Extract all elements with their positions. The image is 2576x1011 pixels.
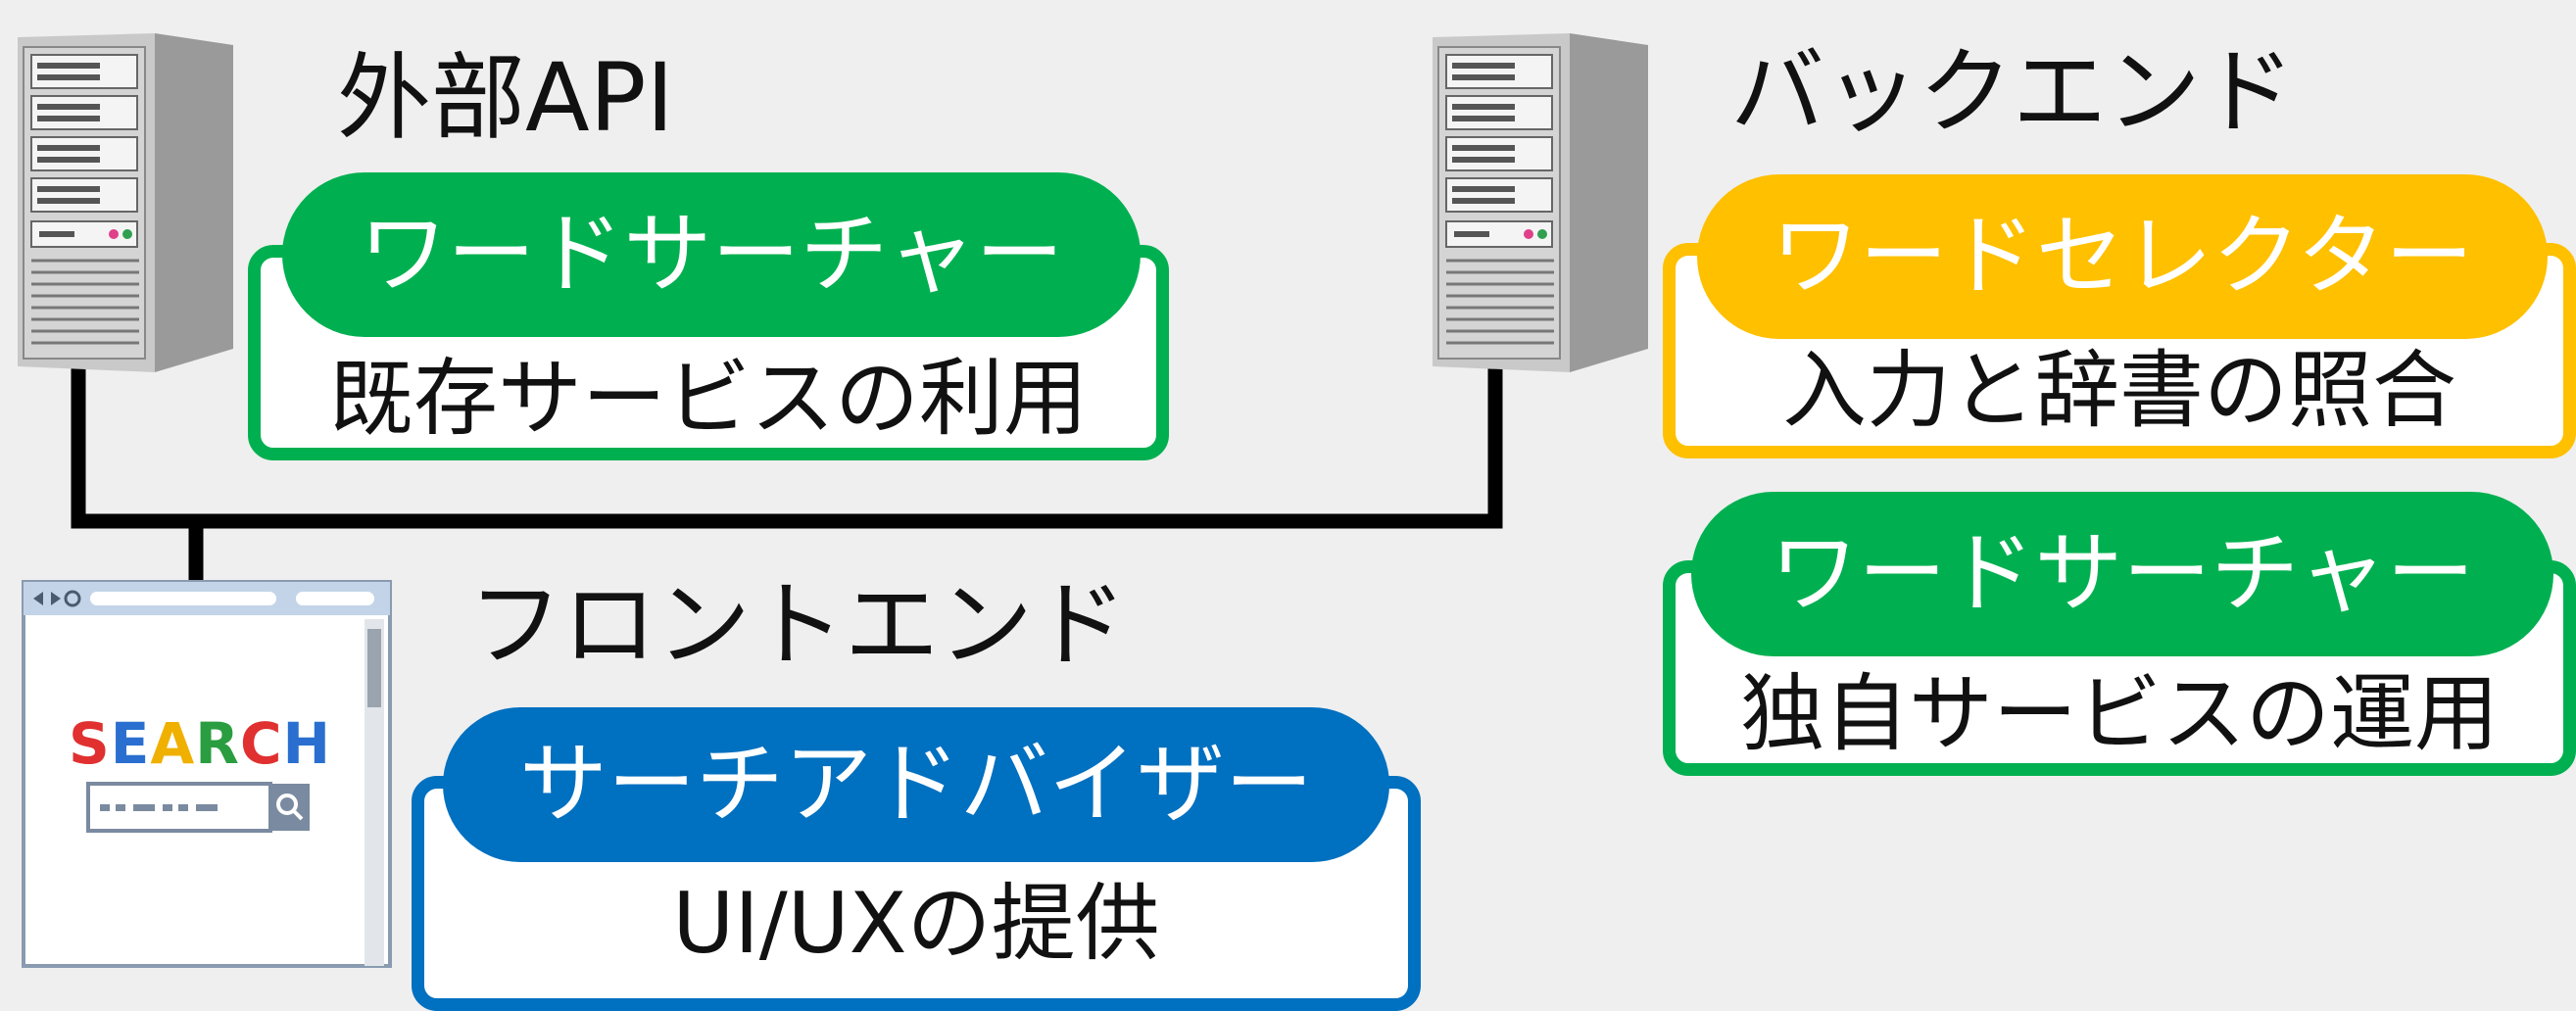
backend-word-searcher-desc: 独自サービスの運用 bbox=[1740, 665, 2499, 763]
search-letter: E bbox=[110, 710, 151, 777]
external-api-role-pill: ワードサーチャー bbox=[282, 172, 1141, 337]
search-letter: H bbox=[282, 710, 332, 777]
external-api-title: 外部API bbox=[337, 43, 674, 153]
connection-lines bbox=[71, 362, 1503, 590]
external-api-link bbox=[71, 362, 1503, 529]
server-icon bbox=[1433, 33, 1648, 372]
server-icon bbox=[18, 33, 233, 372]
frontend-role-pill: サーチアドバイザー bbox=[443, 707, 1389, 862]
browser-search-icon: SEARCH bbox=[22, 580, 392, 968]
backend-word-selector-desc: 入力と辞書の照合 bbox=[1782, 342, 2456, 440]
search-bar-icon bbox=[86, 782, 310, 833]
backend-word-selector-pill: ワードセレクター bbox=[1697, 174, 2548, 339]
external-api-desc: 既存サービスの利用 bbox=[329, 350, 1088, 448]
search-letter: R bbox=[195, 710, 240, 777]
search-letter: C bbox=[239, 710, 283, 777]
search-word-letters: SEARCH bbox=[69, 710, 331, 777]
frontend-title: フロントエンド bbox=[468, 570, 1127, 680]
search-word: SEARCH bbox=[69, 715, 331, 772]
backend-word-searcher-pill: ワードサーチャー bbox=[1691, 492, 2553, 656]
browser-window bbox=[22, 580, 392, 968]
frontend-desc: UI/UXの提供 bbox=[672, 875, 1160, 973]
search-letter: S bbox=[69, 710, 111, 777]
backend-title: バックエンド bbox=[1730, 37, 2295, 147]
search-letter: A bbox=[150, 710, 196, 777]
